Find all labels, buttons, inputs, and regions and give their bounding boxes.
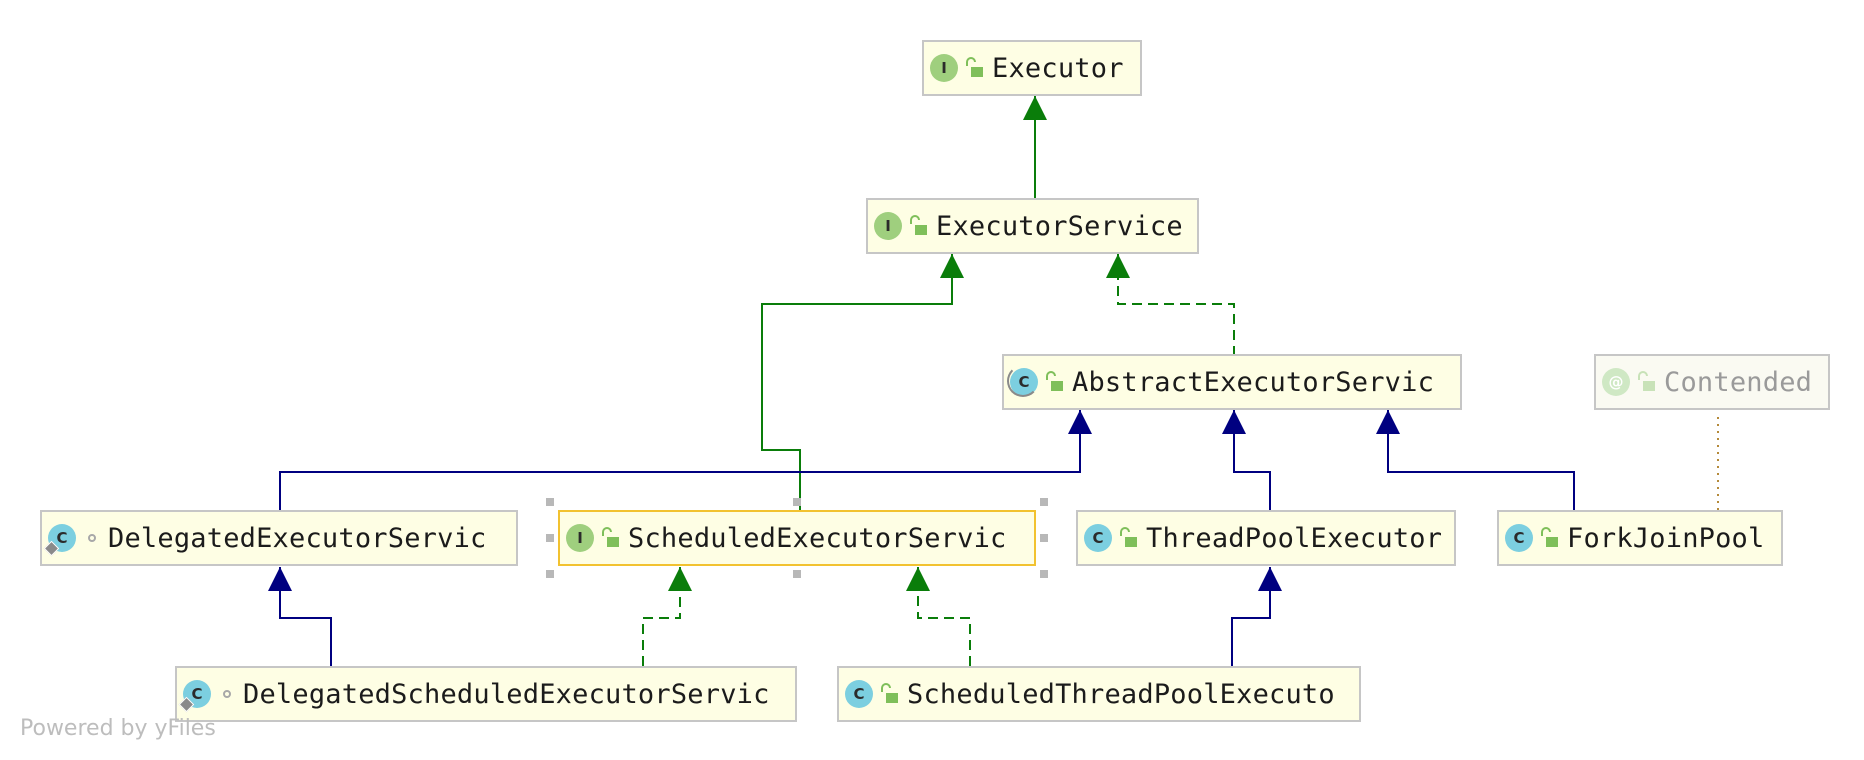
edge-fork-join-pool-to-abstract-executor-service xyxy=(1376,410,1575,510)
class-icon: C xyxy=(1505,524,1533,552)
resize-handle[interactable] xyxy=(546,570,554,578)
node-label: DelegatedScheduledExecutorServic xyxy=(243,678,770,710)
public-lock-icon xyxy=(910,215,927,235)
node-delegated-executor-service[interactable]: C DelegatedExecutorServic xyxy=(40,510,518,566)
package-private-icon xyxy=(223,690,231,698)
edge-delegated-scheduled-to-scheduled-executor-service xyxy=(642,567,692,666)
resize-handle[interactable] xyxy=(546,534,554,542)
annotation-icon: @ xyxy=(1602,368,1630,396)
node-label: ForkJoinPool xyxy=(1567,522,1765,554)
node-label: AbstractExecutorServic xyxy=(1072,366,1435,398)
edge-delegated-scheduled-to-delegated-executor-service xyxy=(268,567,332,666)
edge-scheduled-executor-service-to-executor-service xyxy=(761,254,964,510)
resize-handle[interactable] xyxy=(1040,498,1048,506)
node-scheduled-thread-pool-executor[interactable]: C ScheduledThreadPoolExecuto xyxy=(837,666,1361,722)
node-label: ScheduledThreadPoolExecuto xyxy=(907,678,1335,710)
node-thread-pool-executor[interactable]: C ThreadPoolExecutor xyxy=(1076,510,1456,566)
node-executor[interactable]: I Executor xyxy=(922,40,1142,96)
node-contended[interactable]: @ Contended xyxy=(1594,354,1830,410)
powered-by-footer: Powered by yFiles xyxy=(20,716,216,741)
public-lock-icon xyxy=(1046,371,1063,391)
edge-scheduled-thread-pool-to-thread-pool-executor xyxy=(1231,567,1282,666)
edge-abstract-executor-service-to-executor-service xyxy=(1106,254,1235,356)
public-lock-icon xyxy=(966,57,983,77)
public-lock-icon xyxy=(1120,527,1137,547)
node-label: ScheduledExecutorServic xyxy=(628,522,1007,554)
interface-icon: I xyxy=(566,524,594,552)
node-fork-join-pool[interactable]: C ForkJoinPool xyxy=(1497,510,1783,566)
node-label: ExecutorService xyxy=(936,210,1183,242)
class-icon: C xyxy=(845,680,873,708)
resize-handle[interactable] xyxy=(1040,570,1048,578)
node-label: Contended xyxy=(1664,366,1813,398)
class-icon: C xyxy=(183,680,211,708)
node-label: Executor xyxy=(992,52,1124,84)
resize-handle[interactable] xyxy=(546,498,554,506)
node-executor-service[interactable]: I ExecutorService xyxy=(866,198,1199,254)
class-icon: C xyxy=(48,524,76,552)
edge-delegated-executor-service-to-abstract-executor-service xyxy=(279,410,1092,510)
node-scheduled-executor-service[interactable]: I ScheduledExecutorServic xyxy=(558,510,1036,566)
public-lock-icon xyxy=(1541,527,1558,547)
public-lock-icon xyxy=(602,527,619,547)
resize-handle[interactable] xyxy=(793,498,801,506)
class-icon: C xyxy=(1084,524,1112,552)
node-delegated-scheduled-executor-service[interactable]: C DelegatedScheduledExecutorServic xyxy=(175,666,797,722)
edge-thread-pool-executor-to-abstract-executor-service xyxy=(1222,410,1271,510)
interface-icon: I xyxy=(930,54,958,82)
public-lock-icon xyxy=(1638,371,1655,391)
interface-icon: I xyxy=(874,212,902,240)
package-private-icon xyxy=(88,534,96,542)
resize-handle[interactable] xyxy=(793,570,801,578)
node-abstract-executor-service[interactable]: C AbstractExecutorServic xyxy=(1002,354,1462,410)
public-lock-icon xyxy=(881,683,898,703)
node-label: DelegatedExecutorServic xyxy=(108,522,487,554)
resize-handle[interactable] xyxy=(1040,534,1048,542)
edge-scheduled-thread-pool-to-scheduled-executor-service xyxy=(906,567,971,666)
abstract-class-icon: C xyxy=(1007,365,1039,397)
node-label: ThreadPoolExecutor xyxy=(1146,522,1443,554)
